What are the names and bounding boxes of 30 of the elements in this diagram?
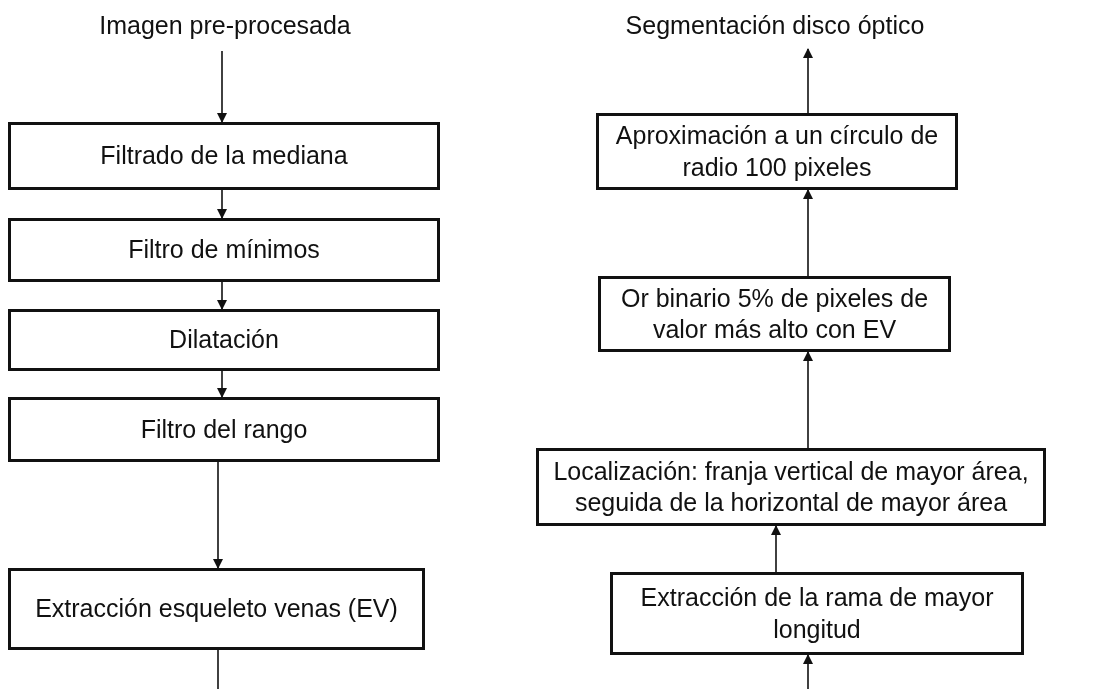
arrow: [217, 370, 227, 398]
arrow: [217, 50, 227, 123]
arrow: [217, 281, 227, 310]
box-label: Aproximación a un círculo de radio 100 pixeles: [614, 120, 940, 183]
process-box: [8, 218, 440, 282]
process-box: [610, 572, 1024, 655]
process-box: [598, 276, 951, 352]
box-label: Extracción de la rama de mayor longitud: [639, 582, 995, 645]
process-box: [596, 113, 958, 190]
process-box: [536, 448, 1046, 526]
arrow: [217, 189, 227, 219]
flow-label: Segmentación disco óptico: [625, 10, 925, 42]
process-box: [8, 568, 425, 650]
arrow: [803, 48, 813, 114]
flow-label: Imagen pre-procesada: [99, 10, 351, 42]
arrow: [803, 189, 813, 277]
box-label: Filtro del rango: [139, 413, 309, 445]
box-label: Dilatación: [168, 324, 280, 356]
process-box: [8, 122, 440, 190]
arrow: [803, 351, 813, 449]
box-label: Filtro de mínimos: [127, 234, 321, 266]
box-label: Localización: franja vertical de mayor área, seguida de la horizontal de mayor área: [552, 455, 1030, 518]
box-label: Filtrado de la mediana: [99, 140, 349, 172]
arrow: [771, 525, 781, 573]
arrow: [803, 654, 813, 689]
box-label: Or binario 5% de pixeles de valor más alto con EV: [619, 282, 930, 345]
process-box: [8, 309, 440, 371]
process-box: [8, 397, 440, 462]
arrow: [213, 461, 223, 569]
box-label: Extracción esqueleto venas (EV): [34, 593, 399, 625]
